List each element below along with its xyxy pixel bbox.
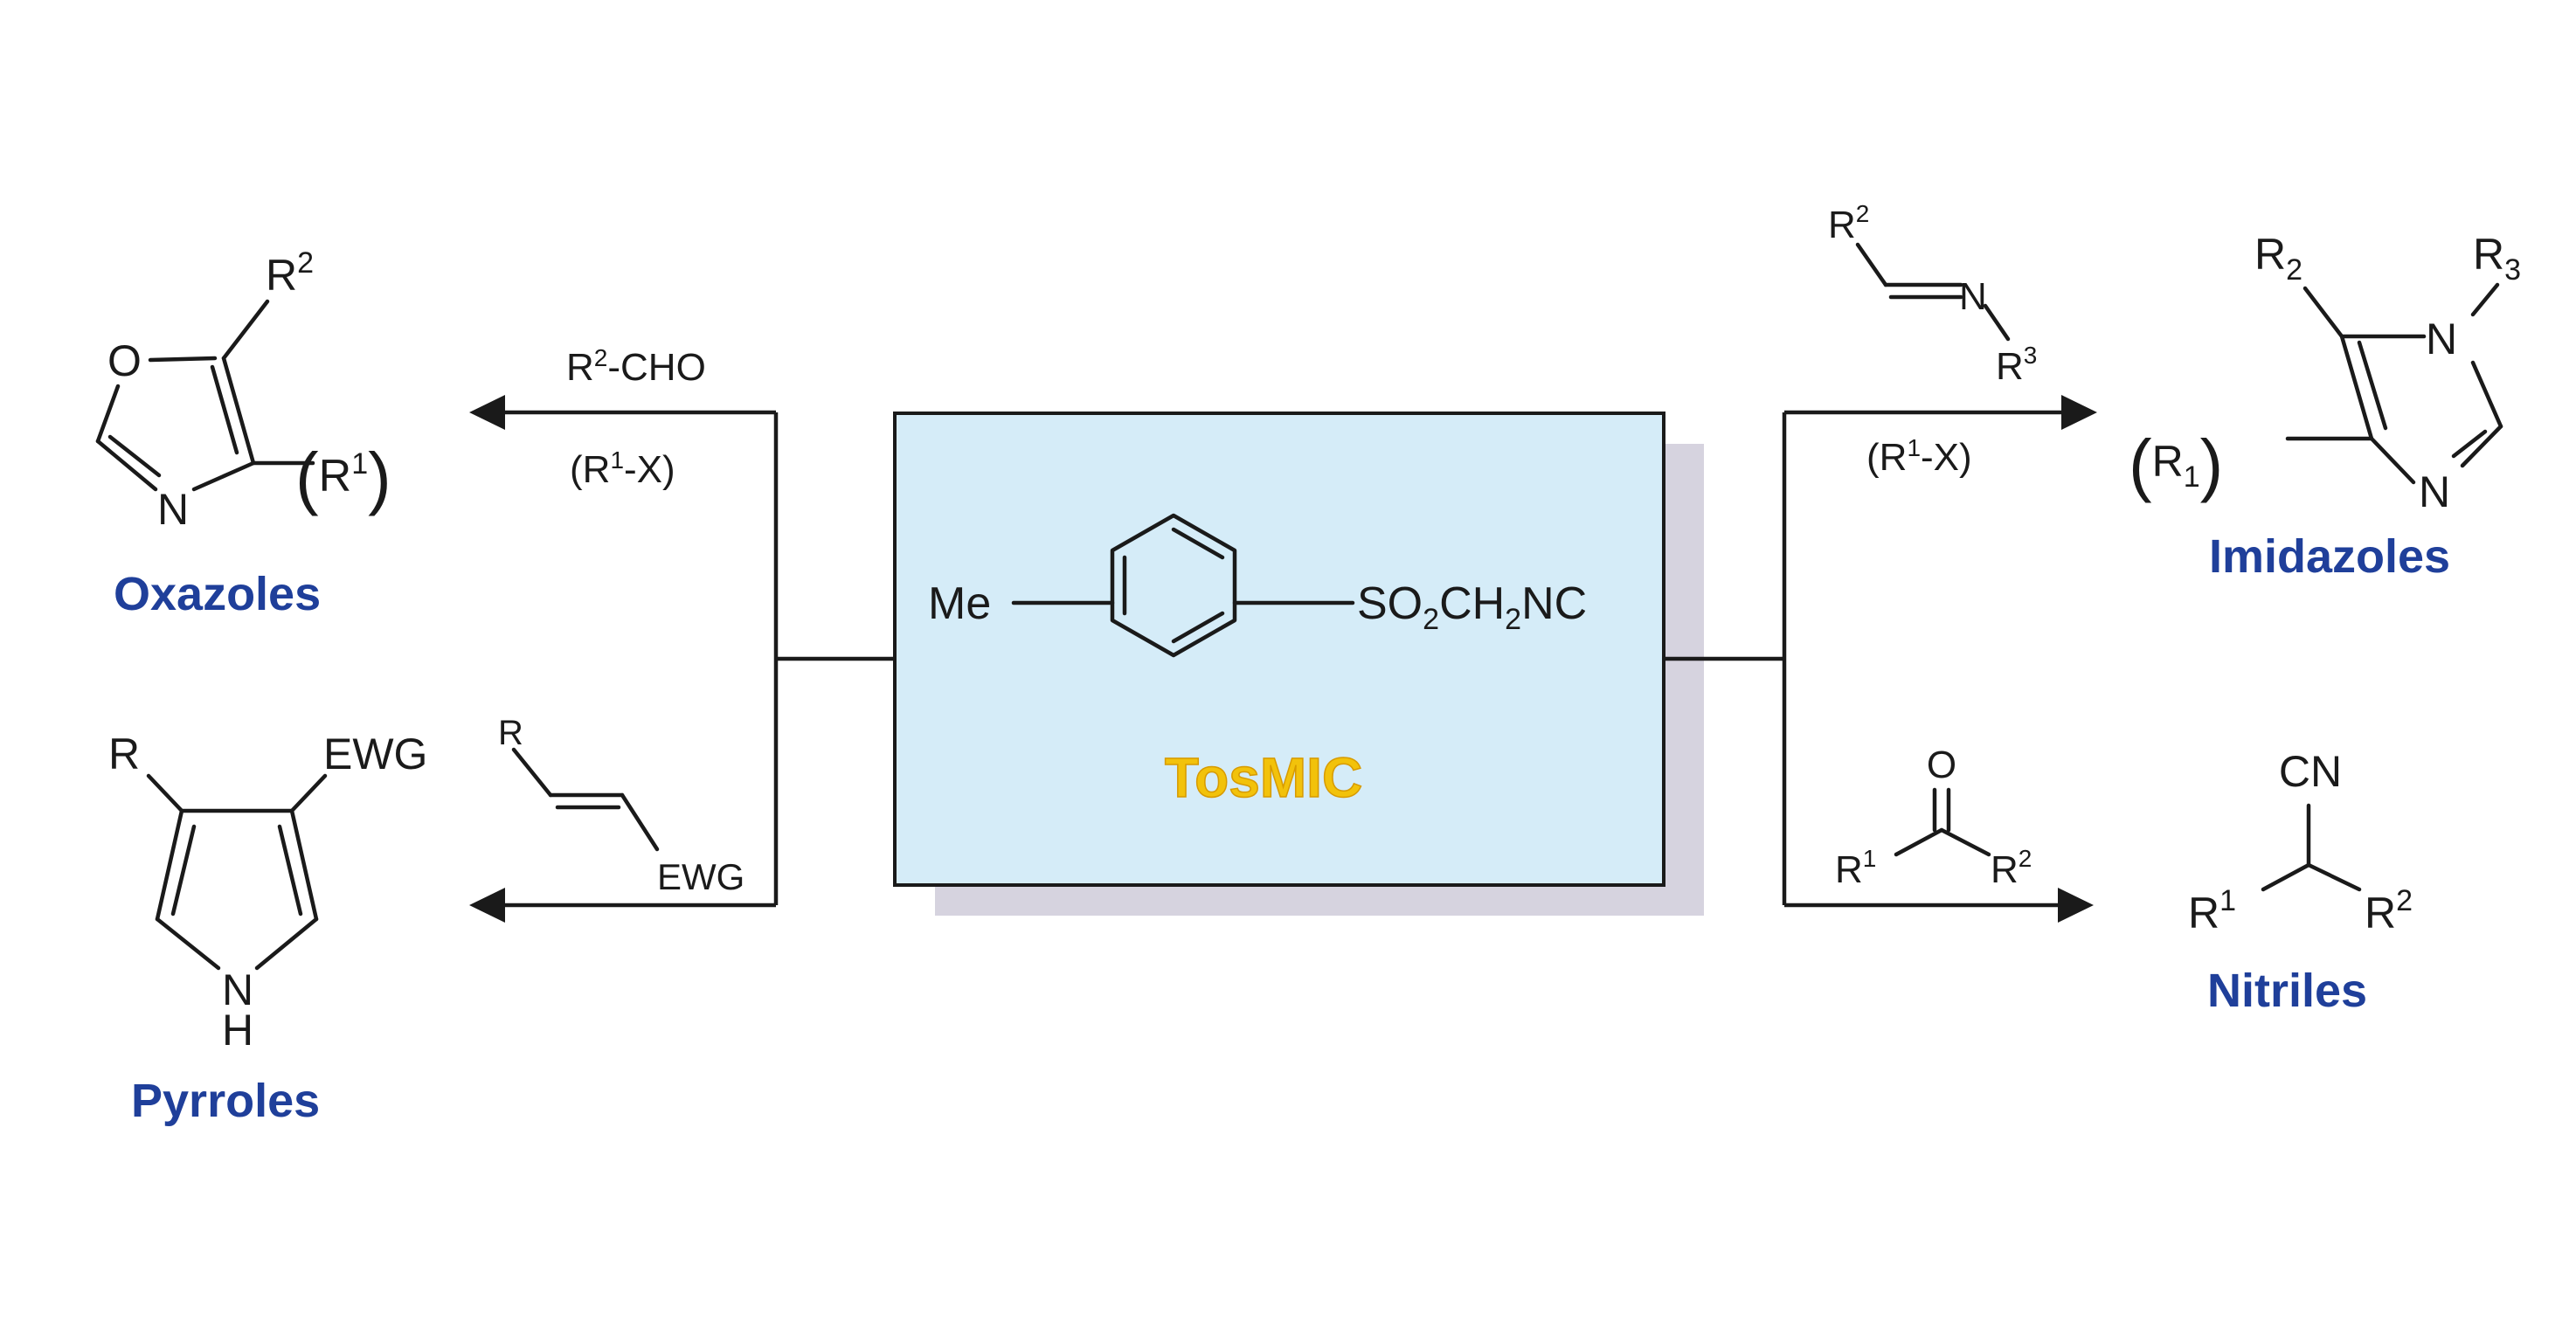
imidazole-r3: R3	[2473, 230, 2521, 287]
imine-n: N	[1959, 275, 1987, 318]
nitriles-label: Nitriles	[2207, 965, 2367, 1017]
nitrile-reagent-ketone: O R1 R2	[1835, 744, 2032, 891]
right-branch-lines	[1664, 395, 2097, 923]
arrow-to-oxazoles	[469, 395, 505, 430]
pyrrole-atom-n: N	[222, 965, 253, 1014]
pyrrole-atom-h: H	[222, 1006, 253, 1055]
imine-r3: R3	[1996, 342, 2037, 388]
imidazole-reagent-imine: R2 N R3	[1828, 200, 2037, 388]
imidazole-r1: (R1)	[2129, 425, 2223, 503]
pyrrole-reagent-alkene: R EWG	[498, 714, 744, 897]
oxazole-atom-o: O	[107, 336, 142, 385]
alkene-ewg: EWG	[657, 856, 744, 897]
oxazole-reagent-alkylhalide: (R1-X)	[570, 446, 675, 491]
pyrrole-ewg: EWG	[323, 730, 427, 778]
so-subscript: 2	[1423, 603, 1439, 636]
ch-text: CH	[1439, 578, 1505, 629]
alkene-r: R	[498, 714, 523, 752]
tolyl-ring	[1011, 513, 1355, 658]
nitrile-cn: CN	[2279, 747, 2342, 796]
nc-text: NC	[1521, 578, 1587, 629]
imidazole-r1-close: )	[2200, 425, 2224, 503]
left-branch-lines	[469, 395, 895, 923]
methyl-label: Me	[928, 578, 991, 629]
imidazole-atom-n3: N	[2419, 467, 2450, 516]
imine-r2: R2	[1828, 200, 1869, 246]
oxazole-r1-open: (	[295, 439, 319, 516]
pyrroles-label: Pyrroles	[131, 1075, 320, 1127]
imidazole-r1-open: (	[2129, 425, 2152, 503]
oxazole-r1-close: )	[368, 439, 391, 516]
oxazole-atom-n: N	[157, 485, 189, 534]
oxazoles-label: Oxazoles	[114, 568, 321, 620]
oxazole-r1: (R1)	[295, 439, 391, 516]
ch-subscript: 2	[1505, 603, 1521, 636]
imidazole-reagent-alkylhalide: (R1-X)	[1866, 434, 1972, 479]
imidazole-r2: R2	[2254, 230, 2302, 287]
ketone-r2: R2	[1991, 845, 2032, 891]
oxazole-reagent-aldehyde: R2-CHO	[566, 344, 706, 389]
tosmic-title: TosMIC	[1165, 746, 1362, 809]
ketone-r1: R1	[1835, 845, 1876, 891]
ketone-o: O	[1927, 744, 1956, 786]
oxazole-structure: O N R2 (R1)	[95, 246, 391, 534]
so-text: SO	[1357, 578, 1423, 629]
oxazole-r2: R2	[266, 246, 314, 300]
nitrile-structure: CN R1 R2	[2188, 747, 2413, 937]
imidazoles-label: Imidazoles	[2209, 530, 2450, 583]
nitrile-r1: R1	[2188, 884, 2236, 937]
tosmic-box	[893, 412, 1665, 887]
arrow-to-imidazoles	[2061, 395, 2097, 430]
tosmic-panel: Me SO2CH2NC TosMIC	[893, 412, 1704, 916]
pyrrole-r: R	[108, 730, 140, 778]
nitrile-r2: R2	[2365, 884, 2413, 937]
pyrrole-structure: N H R EWG	[108, 730, 427, 1055]
imidazole-atom-n1: N	[2426, 315, 2457, 363]
sulfonylmethyl-isocyanide-label: SO2CH2NC	[1357, 578, 1587, 636]
imidazole-structure: N N R2 R3 (R1)	[2129, 230, 2521, 516]
arrow-to-pyrroles	[469, 888, 505, 923]
arrow-to-nitriles	[2058, 888, 2094, 923]
